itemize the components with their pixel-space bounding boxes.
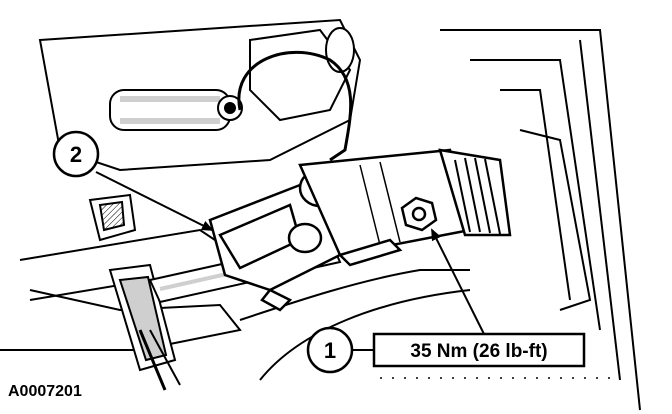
- pinch-bolt: [400, 196, 438, 232]
- callout-1-number: 1: [324, 338, 336, 363]
- callout-2-leader: [95, 171, 214, 231]
- torque-spec-box: [372, 332, 586, 368]
- torque-spec-label: 35 Nm (26 lb-ft): [410, 341, 547, 362]
- wire-loop: [237, 50, 353, 162]
- cable-harness: [108, 263, 181, 391]
- callout-2: 2: [52, 130, 100, 178]
- callout-2-number: 2: [70, 142, 82, 167]
- callout-1: 1 35 Nm (26 lb-ft): [306, 326, 586, 374]
- bracket-clip: [88, 193, 137, 242]
- callout-1-leader: [431, 228, 487, 339]
- column-boot-ribs: [454, 157, 501, 235]
- actuator-cylinder: [109, 89, 243, 131]
- bulkhead-panel: [440, 29, 641, 411]
- steering-column: [298, 148, 512, 267]
- figure-id-label: A0007201: [8, 383, 82, 400]
